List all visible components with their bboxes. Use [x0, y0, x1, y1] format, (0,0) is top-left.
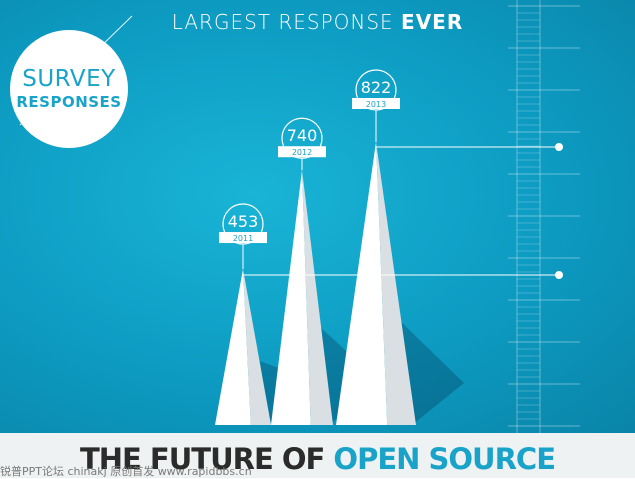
chart-headline: LARGEST RESPONSE EVER	[0, 10, 635, 34]
bar-year-tag	[278, 146, 326, 158]
bar-value-label: 453	[228, 212, 259, 231]
survey-badge: SURVEY RESPONSES	[10, 30, 128, 148]
badge-line2: RESPONSES	[16, 93, 122, 111]
bar-category-label: 2013	[366, 100, 386, 109]
bar-callout-ring	[281, 117, 323, 159]
bar-face-front	[271, 170, 311, 425]
watermark-text: 锐普PPT论坛 chinakj 原创首发 www.rapidbbs.cn	[0, 465, 252, 478]
bar-face-side	[243, 269, 271, 425]
headline-emphasis: EVER	[401, 10, 464, 34]
chart-marks: 453 2011 740 2012 822 2013	[19, 15, 563, 425]
bar-face-side	[302, 170, 333, 425]
bar-face-side	[376, 141, 416, 425]
leader-dot	[555, 143, 563, 151]
footer-banner: THE FUTURE OF OPEN SOURCE	[0, 433, 635, 478]
footer-title-emphasis: OPEN SOURCE	[333, 442, 556, 476]
bar-year-tag	[219, 232, 267, 244]
bar-face-front	[336, 141, 388, 425]
badge-line1: SURVEY	[22, 66, 116, 92]
bar-year-tag	[352, 97, 400, 109]
bar-value-label: 740	[287, 126, 318, 145]
bar-callout-ring	[355, 69, 397, 111]
bar-category-label: 2012	[292, 148, 312, 157]
bar-callout-ring	[222, 203, 264, 245]
ruler-scale	[508, 0, 580, 433]
bar-value-label: 822	[361, 78, 392, 97]
headline-lead: LARGEST RESPONSE	[171, 10, 402, 34]
footer-title-lead: THE FUTURE OF	[79, 442, 334, 476]
leader-dot	[555, 271, 563, 279]
pyramid-chart: 453 2011 740 2012 822 2013	[19, 0, 580, 433]
bar-face-front	[215, 269, 251, 425]
infographic-canvas: LARGEST RESPONSE EVER 453 2011 740 2012 822 2…	[0, 0, 635, 433]
footer-title: THE FUTURE OF OPEN SOURCE	[0, 442, 635, 476]
bar-category-label: 2011	[233, 234, 253, 243]
